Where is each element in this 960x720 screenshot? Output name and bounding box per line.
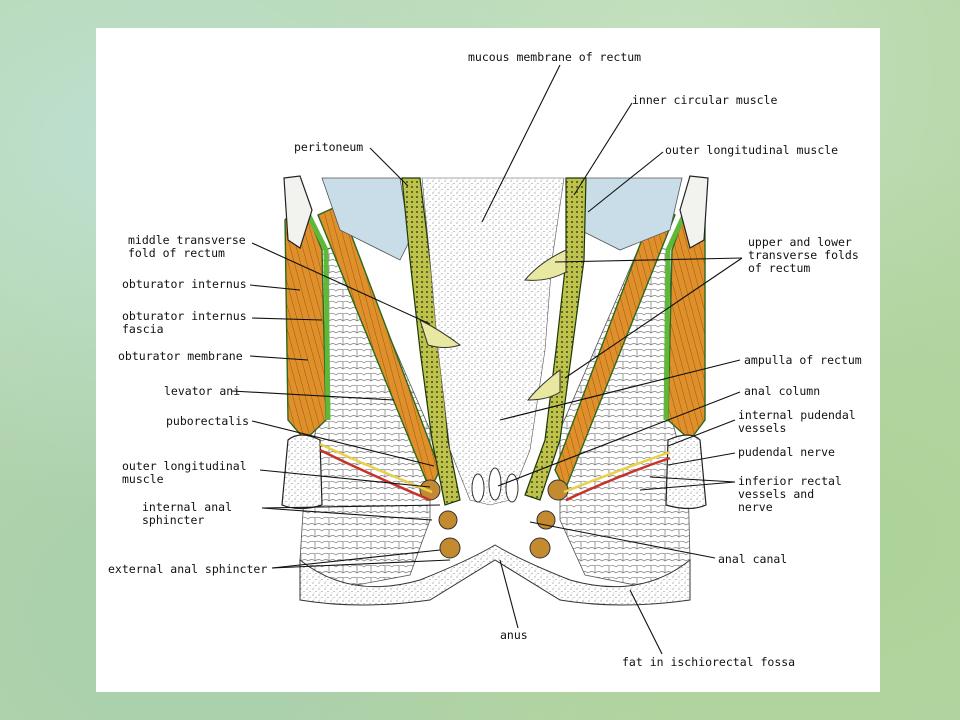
label-inferior-rectal-vessels-nerve: inferior rectal vessels and nerve [738, 474, 842, 514]
right-pelvic-bone [679, 175, 709, 249]
label-obturator-membrane: obturator membrane [118, 349, 243, 363]
label-mucous-membrane: mucous membrane of rectum [468, 50, 642, 64]
left-sphincter-2 [438, 510, 458, 530]
perineal-skin [299, 544, 691, 606]
label-puborectalis: puborectalis [166, 414, 250, 428]
label-obturator-internus: obturator internus [122, 277, 247, 291]
right-nerve [563, 450, 671, 494]
label-outer-longitudinal-muscle-left: outer longitudinal muscle [122, 459, 247, 486]
right-artery [565, 456, 671, 502]
label-pudendal-nerve: pudendal nerve [738, 445, 835, 459]
label-upper-lower-transverse-folds: upper and lower transverse folds of rect… [748, 235, 859, 275]
label-obturator-internus-fascia: obturator internus fascia [122, 309, 247, 336]
left-mucosa-blue [321, 177, 411, 261]
label-inner-circular-muscle: inner circular muscle [632, 93, 778, 107]
right-sphincter-1 [547, 479, 569, 501]
label-anal-canal: anal canal [718, 552, 788, 566]
lower-transverse-fold [526, 368, 561, 401]
label-fat-ischiorectal-fossa: fat in ischiorectal fossa [622, 655, 796, 669]
label-peritoneum: peritoneum [294, 140, 364, 154]
right-ischium [665, 434, 707, 510]
label-internal-anal-sphincter: internal anal sphincter [142, 500, 233, 527]
label-anal-column: anal column [744, 384, 821, 398]
right-rectal-wall [524, 177, 587, 501]
left-sphincter-3 [439, 537, 461, 559]
label-internal-pudendal-vessels: internal pudendal vessels [738, 408, 856, 435]
anal-column-2 [488, 467, 502, 501]
label-ampulla-of-rectum: ampulla of rectum [744, 353, 862, 367]
left-pelvic-bone [283, 175, 313, 249]
label-outer-longitudinal-muscle-top: outer longitudinal muscle [665, 143, 839, 157]
left-artery [319, 448, 431, 502]
middle-transverse-fold [419, 319, 462, 348]
anal-column-3 [505, 473, 519, 503]
anal-column-1 [471, 473, 485, 503]
left-ischium [281, 434, 323, 510]
label-levator-ani: levator ani [164, 384, 241, 398]
leader-lines [231, 64, 743, 655]
right-sphincter-3 [529, 537, 551, 559]
label-external-anal-sphincter: external anal sphincter [108, 562, 268, 576]
label-anus: anus [500, 628, 528, 642]
label-middle-transverse-fold: middle transverse fold of rectum [128, 233, 246, 260]
upper-transverse-fold [524, 249, 567, 281]
diagram-panel: mucous membrane of rectum inner circular… [96, 28, 880, 692]
rectum-anal-canal-illustration [231, 64, 743, 655]
